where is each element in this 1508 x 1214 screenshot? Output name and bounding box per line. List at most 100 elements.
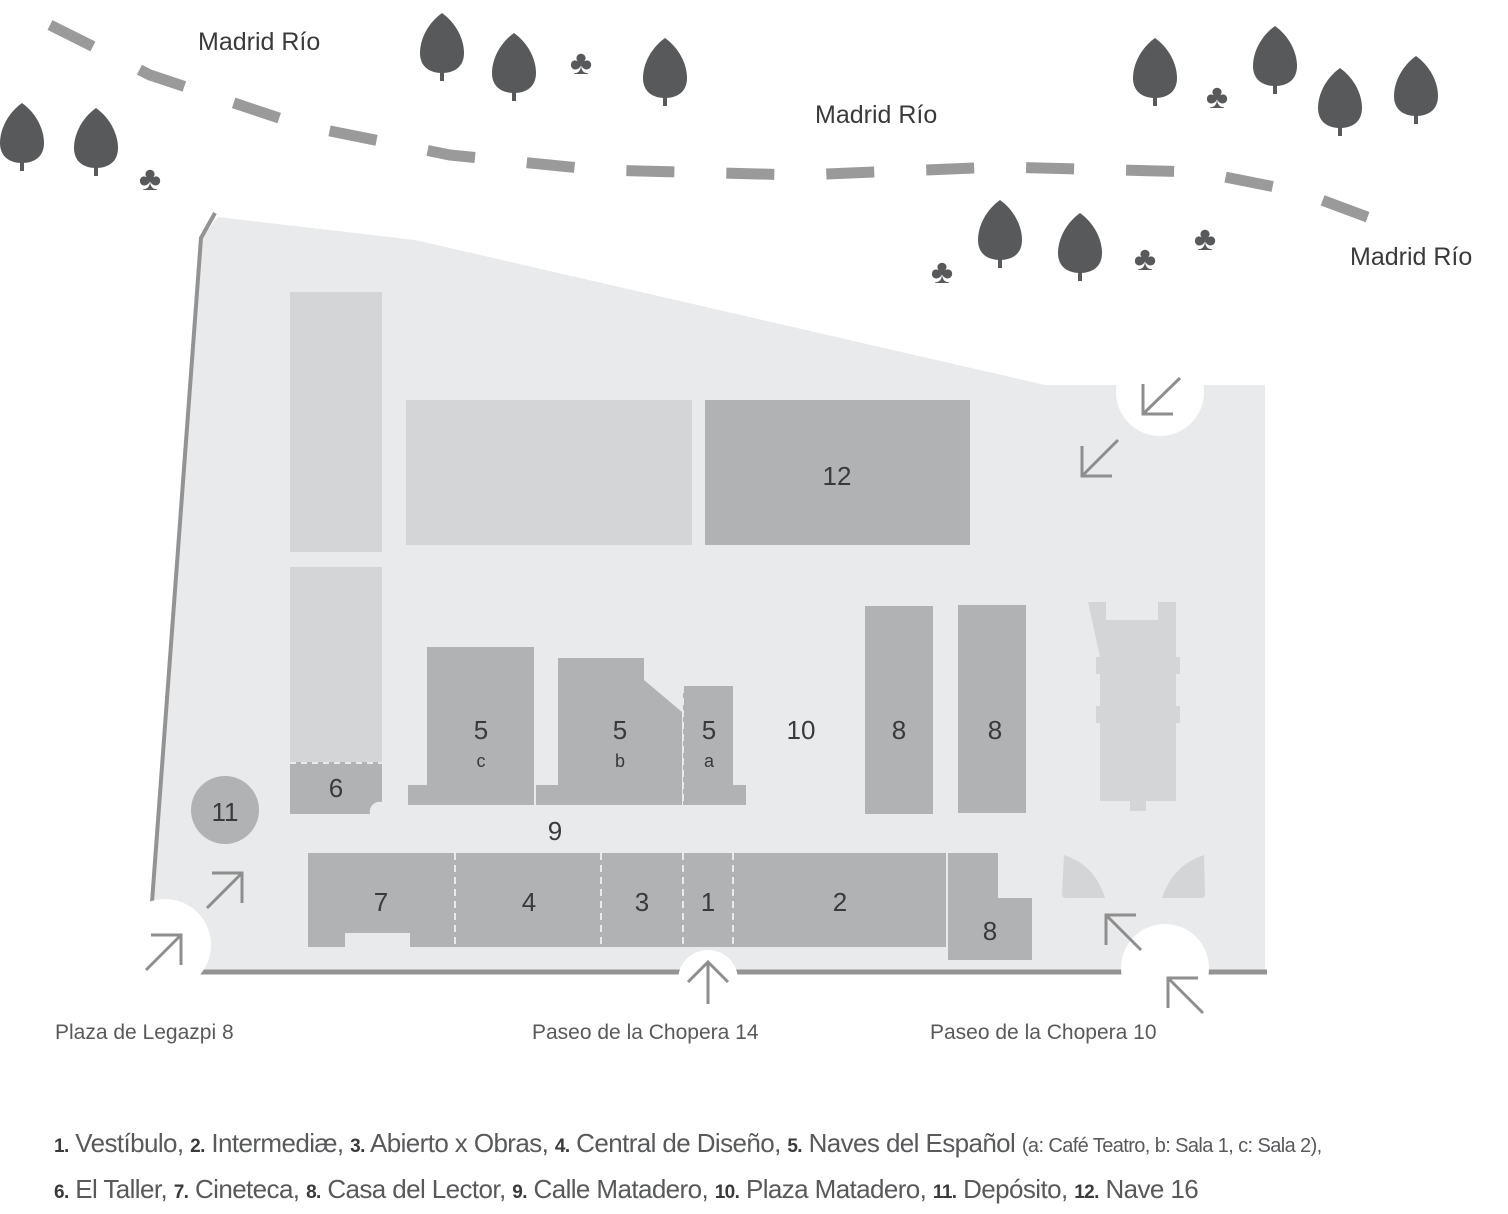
- label-11: 11: [212, 797, 239, 827]
- tree-icon: [492, 33, 536, 101]
- shrub-icon: ♣: [1206, 78, 1228, 116]
- label-8: 8: [983, 916, 997, 946]
- building-6: [290, 762, 382, 814]
- bottom-row-buildings: [308, 853, 946, 947]
- entrance-arrow-icon: [1080, 438, 1120, 478]
- legend-num: 2.: [190, 1136, 205, 1157]
- legend-name: El Taller,: [75, 1174, 168, 1204]
- label-3: 3: [635, 887, 649, 917]
- tree-icon: [1253, 26, 1297, 94]
- label-5a: 5: [702, 715, 716, 745]
- legend-name: Plaza Matadero,: [745, 1174, 927, 1204]
- legend-num: 11.: [932, 1182, 957, 1203]
- legend-name: Abierto x Obras,: [370, 1128, 549, 1158]
- legend-name: Nave 16: [1105, 1174, 1199, 1204]
- entrance-label: Paseo de la Chopera 10: [930, 1021, 1157, 1044]
- river-label: Madrid Río: [198, 28, 320, 56]
- label-12: 12: [823, 461, 852, 491]
- other-buildings: [290, 292, 1205, 898]
- building-8-a: [865, 606, 933, 814]
- entrance-circle: [1121, 924, 1209, 1012]
- legend-name: Casa del Lector,: [327, 1174, 506, 1204]
- shrubs: ♣ ♣ ♣ ♣ ♣ ♣: [139, 44, 1228, 291]
- label-7: 7: [374, 887, 388, 917]
- tree-icon: [1058, 213, 1102, 281]
- legend-num: 12.: [1074, 1182, 1099, 1203]
- building-8-c: [948, 853, 1032, 960]
- tree-icon: [420, 13, 464, 81]
- tree-icon: [0, 103, 44, 171]
- river-label: Madrid Río: [815, 101, 937, 129]
- building-5b: [536, 658, 682, 805]
- legend-name: Cineteca,: [194, 1174, 300, 1204]
- legend-num: 6.: [54, 1182, 69, 1203]
- building-11: [191, 776, 259, 844]
- label-5c: 5: [474, 715, 488, 745]
- legend-num: 1.: [54, 1136, 69, 1157]
- building: [406, 400, 692, 545]
- tree-icon: [643, 38, 687, 106]
- building-5c: [408, 647, 534, 805]
- building: [290, 292, 382, 552]
- legend-name: Vestíbulo,: [75, 1128, 184, 1158]
- label-8: 8: [892, 715, 906, 745]
- label-8: 8: [988, 715, 1002, 745]
- label-1: 1: [701, 887, 715, 917]
- entrance-arrow-icon: [1141, 376, 1182, 416]
- shrub-icon: ♣: [570, 44, 592, 82]
- trees: [0, 13, 1438, 281]
- label-4: 4: [522, 887, 536, 917]
- river-path: [47, 20, 1372, 224]
- tree-icon: [1133, 38, 1177, 106]
- legend-num: 10.: [714, 1182, 740, 1203]
- label-5a-sub: a: [704, 751, 715, 771]
- site-wall: [150, 212, 217, 903]
- label-2: 2: [833, 887, 847, 917]
- legend-num: 9.: [512, 1182, 527, 1203]
- label-5b-sub: b: [615, 751, 625, 771]
- entrance-label: Plaza de Legazpi 8: [55, 1021, 234, 1044]
- label-5c-sub: c: [477, 751, 486, 771]
- entrance-arrow-icon: [144, 933, 183, 972]
- legend: 1. Vestíbulo, 2. Intermediæ, 3. Abierto …: [54, 1122, 1494, 1214]
- tree-icon: [1318, 68, 1362, 136]
- entrance-arrow-icon: [205, 871, 244, 910]
- tree-icon: [74, 108, 118, 176]
- entrance-arrow-icon: [1166, 976, 1205, 1015]
- tree-icon: [1394, 56, 1438, 124]
- legend-num: 4.: [554, 1136, 570, 1157]
- shrub-icon: ♣: [1134, 240, 1156, 278]
- dividers: [454, 686, 734, 947]
- legend-num: 8.: [306, 1182, 321, 1203]
- legend-name: Intermediæ,: [211, 1128, 344, 1158]
- legend-name: Calle Matadero,: [533, 1174, 709, 1204]
- entrance-circle: [1116, 348, 1204, 436]
- shrub-icon: ♣: [931, 253, 953, 291]
- entrance-arrow-icon: [686, 959, 730, 1004]
- legend-line: 6. El Taller, 7. Cineteca, 8. Casa del L…: [54, 1168, 1494, 1214]
- entrance-label: Paseo de la Chopera 14: [532, 1021, 759, 1044]
- label-10: 10: [787, 715, 816, 745]
- entrance-arrow-icon: [1104, 913, 1143, 952]
- legend-name: Depósito,: [963, 1174, 1068, 1204]
- shrub-icon: ♣: [1194, 220, 1216, 258]
- shrub-icon: ♣: [139, 160, 161, 198]
- tree-icon: [978, 200, 1022, 268]
- fountain-shape: [1162, 855, 1205, 898]
- legend-line: 1. Vestíbulo, 2. Intermediæ, 3. Abierto …: [54, 1122, 1494, 1168]
- church-building: [1088, 602, 1180, 811]
- building-12: [705, 400, 970, 545]
- legend-name: Central de Diseño,: [576, 1128, 781, 1158]
- entrance-circle: [119, 899, 211, 991]
- legend-num: 7.: [173, 1182, 189, 1203]
- label-9: 9: [548, 816, 562, 846]
- fountain-shape: [1062, 855, 1105, 898]
- legend-note: (a: Café Teatro, b: Sala 1, c: Sala 2),: [1021, 1135, 1322, 1157]
- label-5b: 5: [613, 715, 627, 745]
- building-5a: [683, 686, 746, 805]
- legend-name: Naves del Español: [808, 1128, 1016, 1158]
- building-8-b: [958, 605, 1026, 813]
- label-6: 6: [329, 773, 343, 803]
- building: [290, 567, 382, 762]
